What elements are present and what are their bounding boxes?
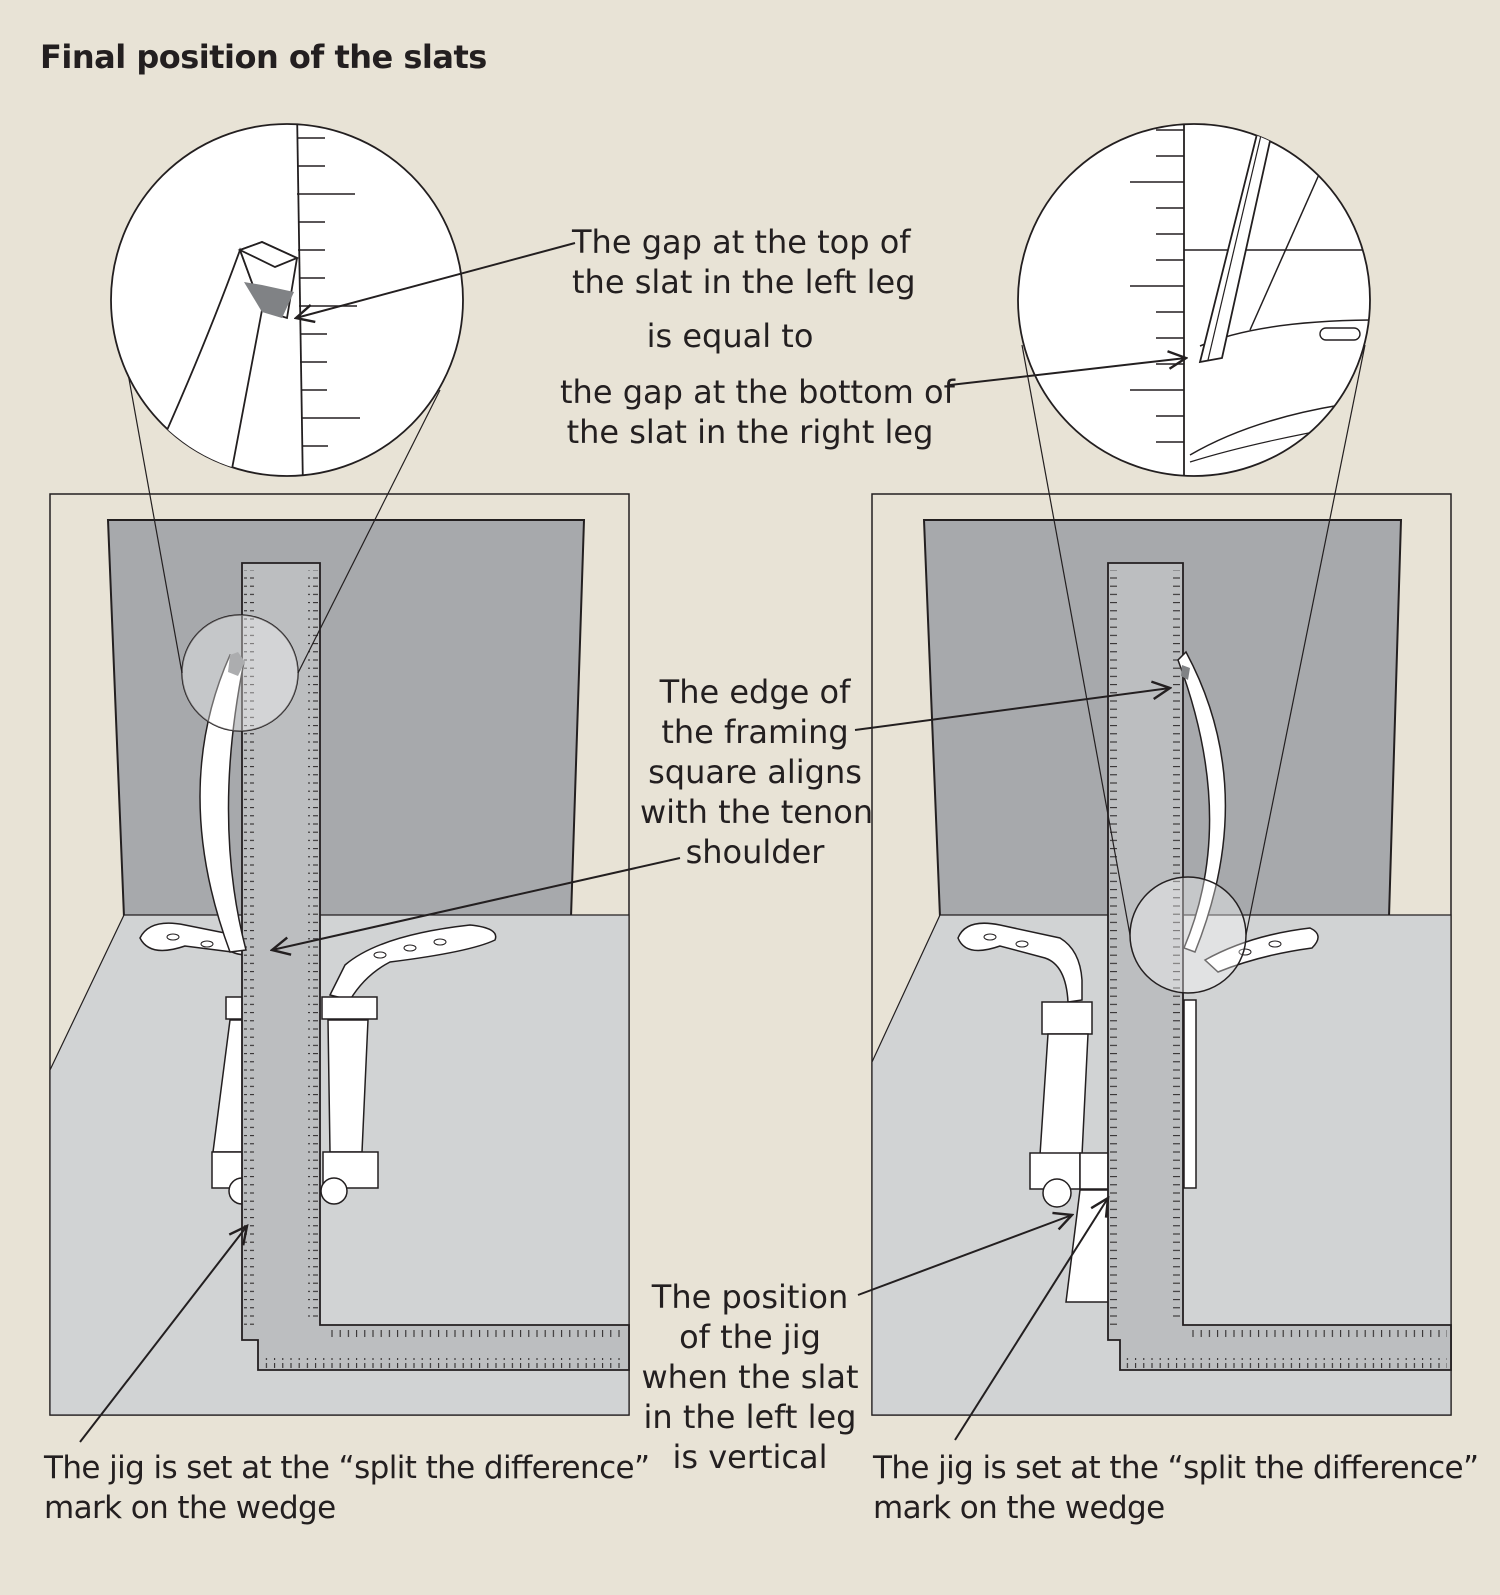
arrow-gap-bottom [949, 358, 1186, 386]
right-magnifier-spot [1129, 876, 1247, 994]
arrow-shoulder [272, 857, 681, 950]
callout-position: The position of the jig when the slat in… [641, 1278, 859, 1476]
arrow-position [857, 1215, 1072, 1296]
callout-arrows [79, 242, 1186, 1443]
left-scene [49, 339, 630, 1416]
callout-equal: is equal to [646, 317, 814, 355]
right-framing-square [1107, 562, 1452, 1371]
right-left-rail [957, 922, 1083, 1003]
left-back-panel [106, 519, 586, 918]
right-curved-slat [1177, 650, 1227, 953]
left-framing-square [241, 562, 630, 1371]
right-right-rail [1203, 927, 1319, 973]
arrow-edge [854, 688, 1170, 731]
left-curved-slat [199, 653, 247, 953]
callout-jig-left: The jig is set at the “split the differe… [44, 1450, 650, 1526]
arrow-gap-top [296, 242, 576, 318]
right-scene [871, 344, 1452, 1416]
callout-edge: The edge of the framing square aligns wi… [640, 673, 874, 871]
right-zoom-circle [1017, 123, 1371, 477]
left-zoom-circle [110, 123, 464, 477]
arrow-jig-left [79, 1226, 247, 1443]
right-rail [328, 924, 497, 1001]
arrow-jig-right [954, 1198, 1108, 1441]
callout-gap-top: The gap at the top of the slat in the le… [572, 223, 916, 301]
callout-gap-bottom: the gap at the bottom of the slat in the… [560, 373, 955, 451]
callout-jig-right: The jig is set at the “split the differe… [873, 1450, 1479, 1526]
page-title: Final position of the slats [40, 38, 487, 76]
